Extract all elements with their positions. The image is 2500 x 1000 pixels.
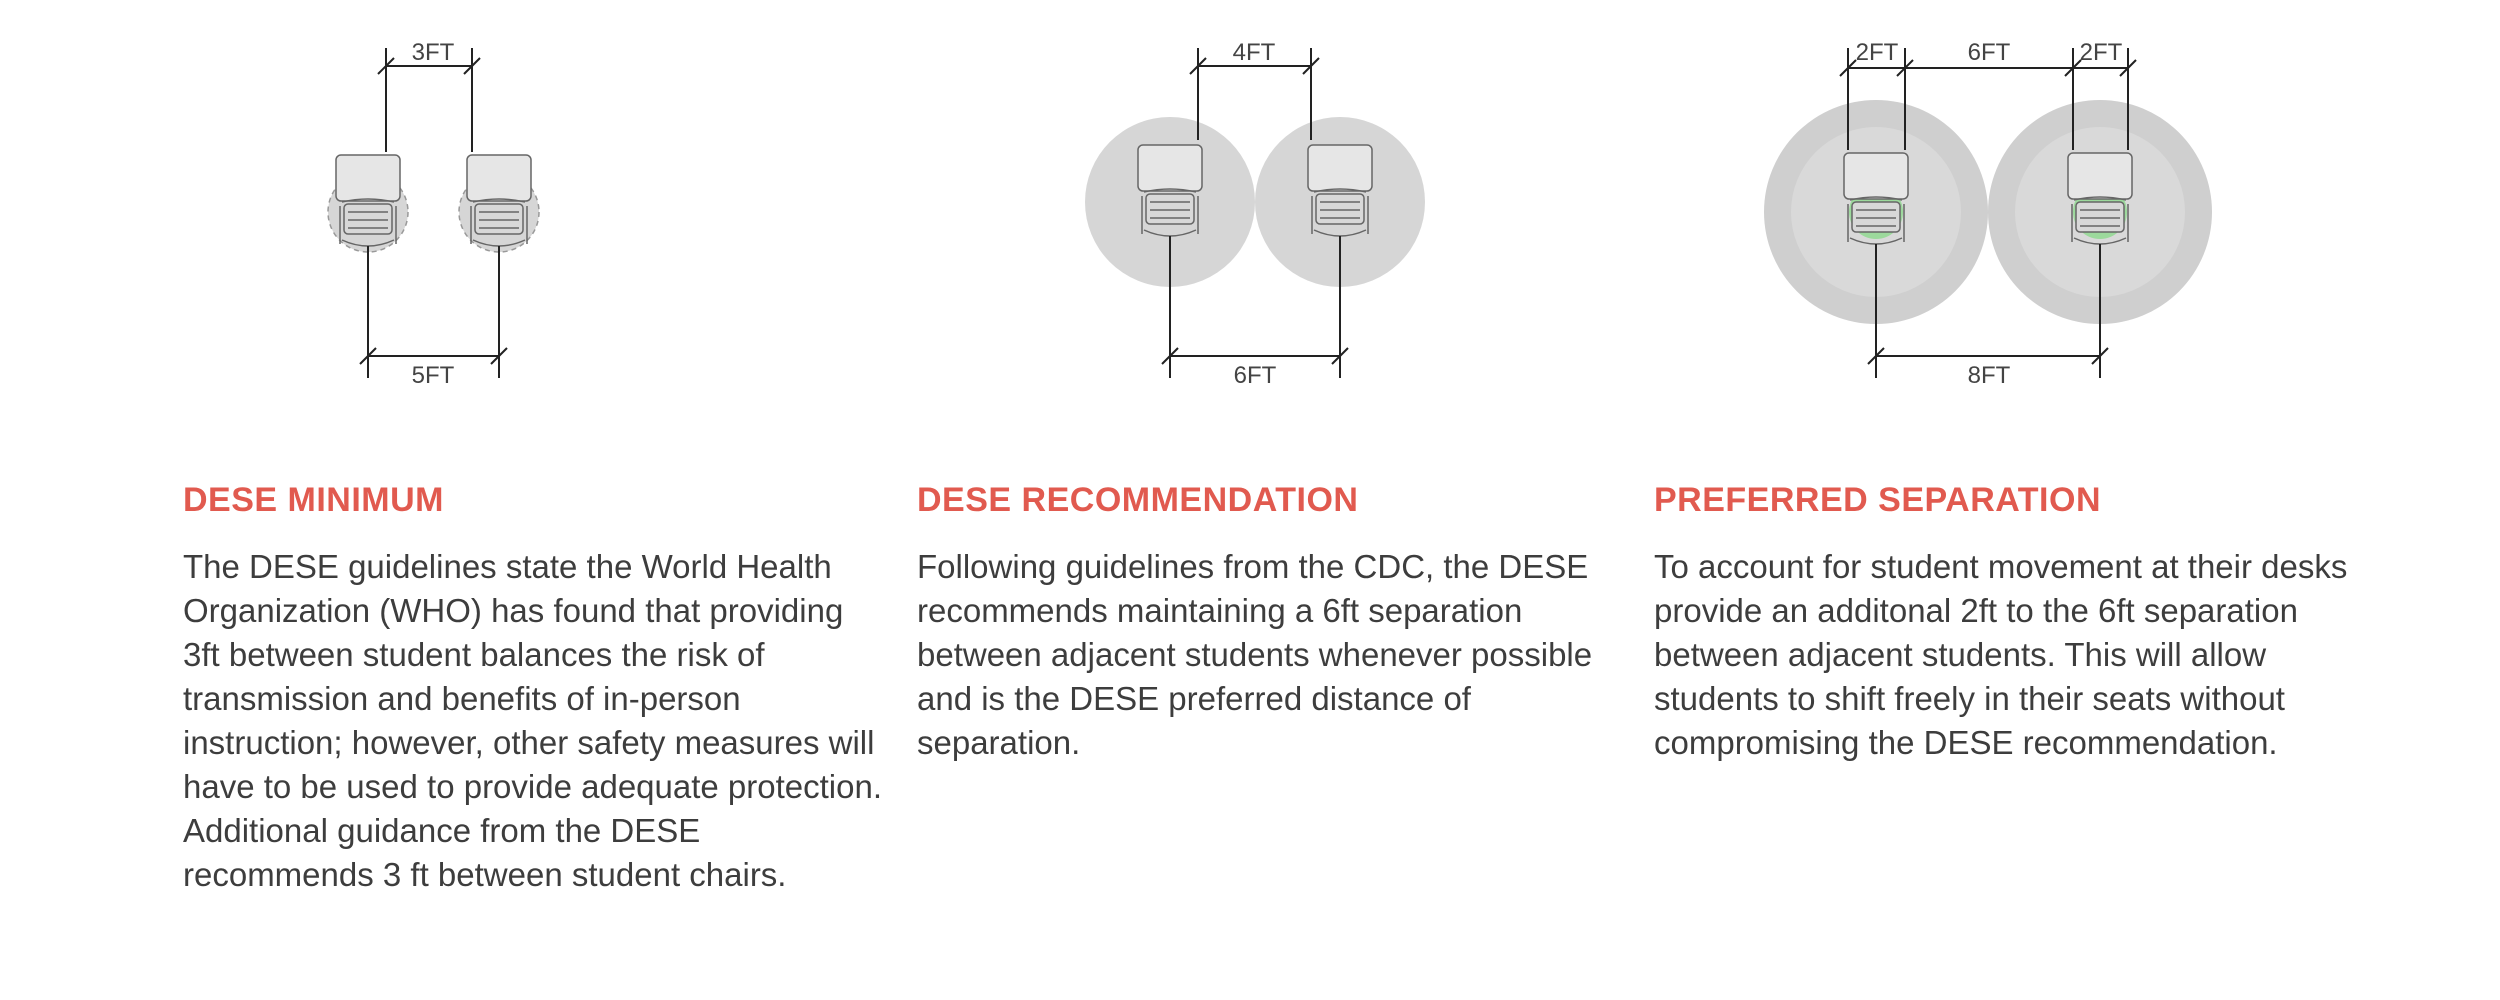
desk-chair-icon (1843, 152, 1909, 245)
panel-body: Following guidelines from the CDC, the D… (917, 547, 1593, 761)
panel-body: The DESE guidelines state the World Heal… (183, 547, 883, 893)
panel-title: DESE RECOMMENDATION (917, 481, 1359, 519)
dimension-label-top-right: 2FT (2080, 39, 2123, 66)
desk-chair-icon (466, 154, 532, 247)
panel-preferred-separation: PREFERRED SEPARATION To account for stud… (1654, 480, 2354, 765)
dimension-lines (359, 48, 508, 378)
desk-chair-icon (1307, 144, 1373, 237)
diagram-preferred: 2FT 6FT 2FT 8FT (1764, 39, 2212, 389)
dimension-label-bottom: 6FT (1234, 362, 1277, 389)
dimension-lines (1161, 48, 1349, 378)
desk-chair-icon (1137, 144, 1203, 237)
dimension-label-bottom: 5FT (412, 362, 455, 389)
dimension-lines (1839, 48, 2137, 378)
dimension-label-top: 4FT (1233, 39, 1276, 66)
panel-dese-minimum: DESE MINIMUM The DESE guidelines state t… (183, 480, 883, 897)
diagram-minimum: 3FT 5FT (327, 39, 540, 389)
diagram-recommendation: 4FT 6FT (1085, 39, 1425, 389)
desk-chair-icon (335, 154, 401, 247)
panel-title: PREFERRED SEPARATION (1654, 481, 2102, 519)
dimension-label-bottom: 8FT (1968, 362, 2011, 389)
dimension-label-top-left: 2FT (1856, 39, 1899, 66)
dimension-label-top: 3FT (412, 39, 455, 66)
desk-chair-icon (2067, 152, 2133, 245)
dimension-label-top-middle: 6FT (1968, 39, 2011, 66)
panel-body: To account for student movement at their… (1654, 547, 2348, 761)
panel-dese-recommendation: DESE RECOMMENDATION Following guidelines… (917, 480, 1617, 765)
spacing-diagrams: 3FT 5FT 4FT 6FT (327, 39, 2212, 389)
panel-title: DESE MINIMUM (183, 481, 444, 519)
